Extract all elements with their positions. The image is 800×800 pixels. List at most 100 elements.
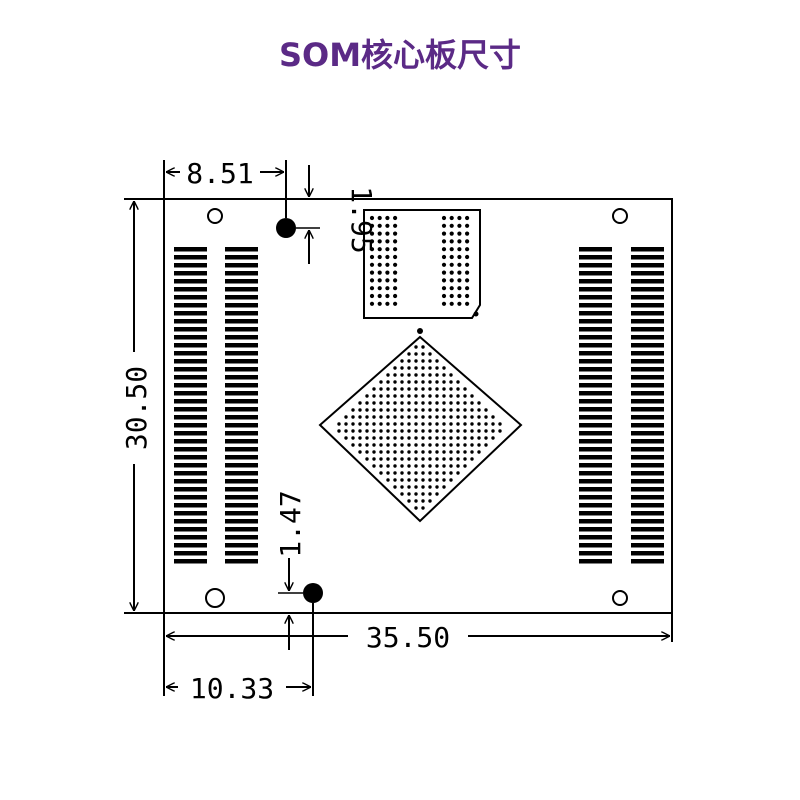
processor-ball xyxy=(407,436,411,440)
processor-ball xyxy=(421,499,425,503)
memory-ball xyxy=(393,262,398,267)
processor-ball xyxy=(372,408,376,412)
processor-ball xyxy=(456,429,460,433)
processor-ball xyxy=(456,450,460,454)
memory-ball xyxy=(369,301,375,306)
processor-ball xyxy=(400,429,404,433)
processor-ball xyxy=(393,422,397,426)
processor-ball xyxy=(372,387,376,391)
connector-pad xyxy=(174,447,207,452)
processor-ball xyxy=(407,387,411,391)
processor-ball xyxy=(379,457,383,461)
processor-ball xyxy=(358,408,362,412)
processor-ball xyxy=(379,436,383,440)
mount-hole-top-right xyxy=(612,208,628,224)
memory-ball xyxy=(377,278,382,283)
connector-pad xyxy=(174,463,207,468)
connector-pad xyxy=(225,527,258,532)
processor-ball xyxy=(365,457,369,461)
processor-ball xyxy=(435,471,439,475)
connector-pad xyxy=(579,359,612,364)
connector-pad xyxy=(225,343,258,348)
processor-ball xyxy=(365,429,369,433)
connector-pad xyxy=(225,399,258,404)
processor-ball xyxy=(414,464,418,468)
processor-ball xyxy=(414,443,418,447)
processor-ball xyxy=(407,464,411,468)
processor-ball xyxy=(491,429,495,433)
memory-ball xyxy=(377,254,382,260)
memory-ball xyxy=(385,301,390,306)
connector-pad xyxy=(225,303,258,308)
connector-pad xyxy=(631,303,664,308)
memory-ball xyxy=(377,223,382,228)
processor-ball xyxy=(386,450,390,454)
processor-ball xyxy=(414,450,418,454)
connector-pad xyxy=(631,359,664,364)
processor-ball xyxy=(393,394,397,398)
connector-pad xyxy=(631,415,664,420)
connector-pad xyxy=(174,535,207,540)
memory-ball xyxy=(377,270,382,275)
processor-ball xyxy=(428,429,432,433)
processor-ball xyxy=(421,478,425,482)
connector-pad xyxy=(225,511,258,516)
processor-ball xyxy=(414,380,418,384)
connector-pad xyxy=(631,423,664,428)
processor-ball xyxy=(358,415,362,419)
processor-ball xyxy=(435,387,439,391)
memory-ball xyxy=(385,239,390,244)
processor-ball xyxy=(463,422,467,426)
processor-ball xyxy=(400,450,404,454)
connector-pad xyxy=(631,383,664,388)
connector-pad xyxy=(631,391,664,396)
connector-pad xyxy=(225,415,258,420)
board-outline xyxy=(163,198,673,614)
memory-ball xyxy=(465,254,470,260)
processor-ball xyxy=(491,422,495,426)
memory-ball xyxy=(465,293,470,299)
memory-ball xyxy=(465,215,470,221)
processor-ball xyxy=(428,415,432,419)
memory-ball xyxy=(393,215,398,221)
processor-ball xyxy=(407,380,411,384)
connector-pad xyxy=(174,351,207,356)
memory-ball xyxy=(385,231,390,236)
connector-pad xyxy=(225,519,258,524)
processor-ball xyxy=(463,415,467,419)
processor-ball xyxy=(407,359,411,363)
connector-pad xyxy=(225,367,258,372)
processor-ball xyxy=(456,401,460,405)
memory-ball xyxy=(385,278,390,283)
processor-ball xyxy=(449,422,453,426)
connector-pad xyxy=(631,431,664,436)
connector-pad xyxy=(225,431,258,436)
processor-ball xyxy=(435,415,439,419)
processor-ball xyxy=(393,478,397,482)
processor-ball xyxy=(421,345,425,349)
connector-pad xyxy=(579,463,612,468)
processor-ball xyxy=(491,436,495,440)
connector-pad xyxy=(579,391,612,396)
connector-pad xyxy=(579,279,612,284)
memory-ball xyxy=(369,239,375,244)
processor-ball xyxy=(421,408,425,412)
memory-ball xyxy=(449,270,454,275)
processor-ball xyxy=(477,408,481,412)
memory-ball xyxy=(441,270,447,275)
memory-ball xyxy=(441,286,447,291)
memory-ball xyxy=(393,223,398,228)
processor-ball xyxy=(449,464,453,468)
processor-ball xyxy=(435,380,439,384)
connector-pad xyxy=(579,327,612,332)
processor-ball xyxy=(421,352,425,356)
processor-ball xyxy=(435,492,439,496)
processor-ball xyxy=(421,422,425,426)
memory-ball xyxy=(449,293,454,299)
processor-ball xyxy=(442,394,446,398)
processor-ball xyxy=(428,366,432,370)
connector-pad xyxy=(631,255,664,260)
processor-ball xyxy=(442,429,446,433)
processor-ball xyxy=(428,387,432,391)
connector-pad xyxy=(225,383,258,388)
